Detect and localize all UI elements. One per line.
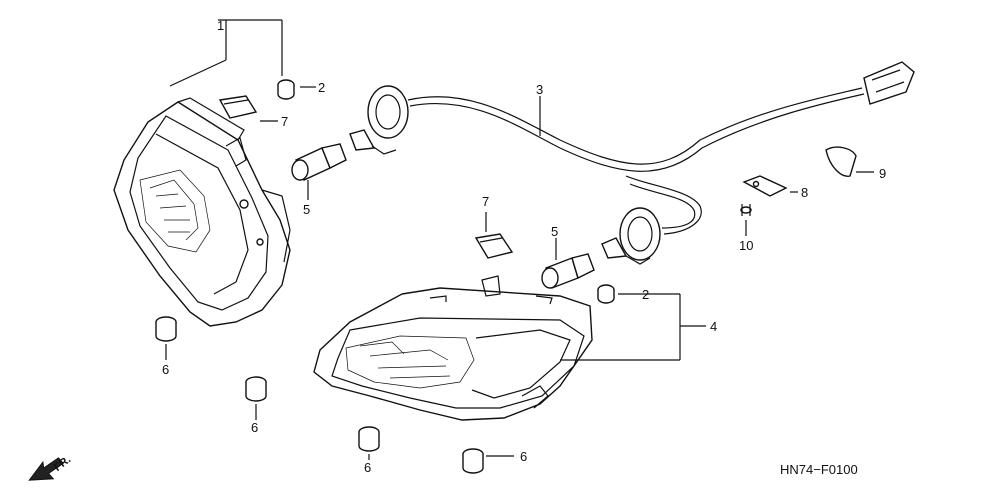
left-bulb-socket: [349, 85, 409, 155]
callout-4: 4: [710, 319, 717, 334]
rubber-mount-1: [155, 316, 177, 342]
wire-clip: [825, 146, 857, 177]
callouts: 1 2 2 3 4 5 5 6 6 6 6 7 7 8 9 10: [162, 18, 886, 475]
callout-8: 8: [801, 185, 808, 200]
front-arrow-label: FR.: [52, 454, 73, 474]
grommet-middle: [474, 233, 514, 259]
left-headlight-housing: [113, 97, 291, 327]
grommet-top: [218, 95, 258, 119]
right-bulb: [541, 253, 595, 289]
callout-2-top: 2: [318, 80, 325, 95]
wire-bracket: [742, 175, 788, 197]
callout-6-c: 6: [364, 460, 371, 475]
collar-right: [597, 284, 615, 304]
callout-6-b: 6: [251, 420, 258, 435]
rubber-mount-3: [358, 426, 380, 452]
callout-6-a: 6: [162, 362, 169, 377]
collar-top: [277, 79, 295, 100]
callout-5-right: 5: [551, 224, 558, 239]
callout-2-right: 2: [642, 287, 649, 302]
rubber-mount-4: [462, 448, 484, 474]
wire-harness: [407, 61, 915, 235]
callout-7-middle: 7: [482, 194, 489, 209]
callout-1: 1: [217, 18, 224, 33]
callout-5-left: 5: [303, 202, 310, 217]
left-bulb: [291, 143, 347, 181]
leader-lines: [165, 19, 874, 460]
right-headlight-housing: [313, 275, 593, 421]
callout-10: 10: [739, 238, 753, 253]
diagram-code: HN74−F0100: [780, 462, 858, 477]
callout-3: 3: [536, 82, 543, 97]
callout-9: 9: [879, 166, 886, 181]
callout-6-d: 6: [520, 449, 527, 464]
rubber-mount-2: [245, 376, 267, 402]
callout-7-top: 7: [281, 114, 288, 129]
right-bulb-socket: [601, 207, 661, 265]
bolt: [740, 204, 752, 216]
front-arrow: FR.: [28, 454, 73, 481]
